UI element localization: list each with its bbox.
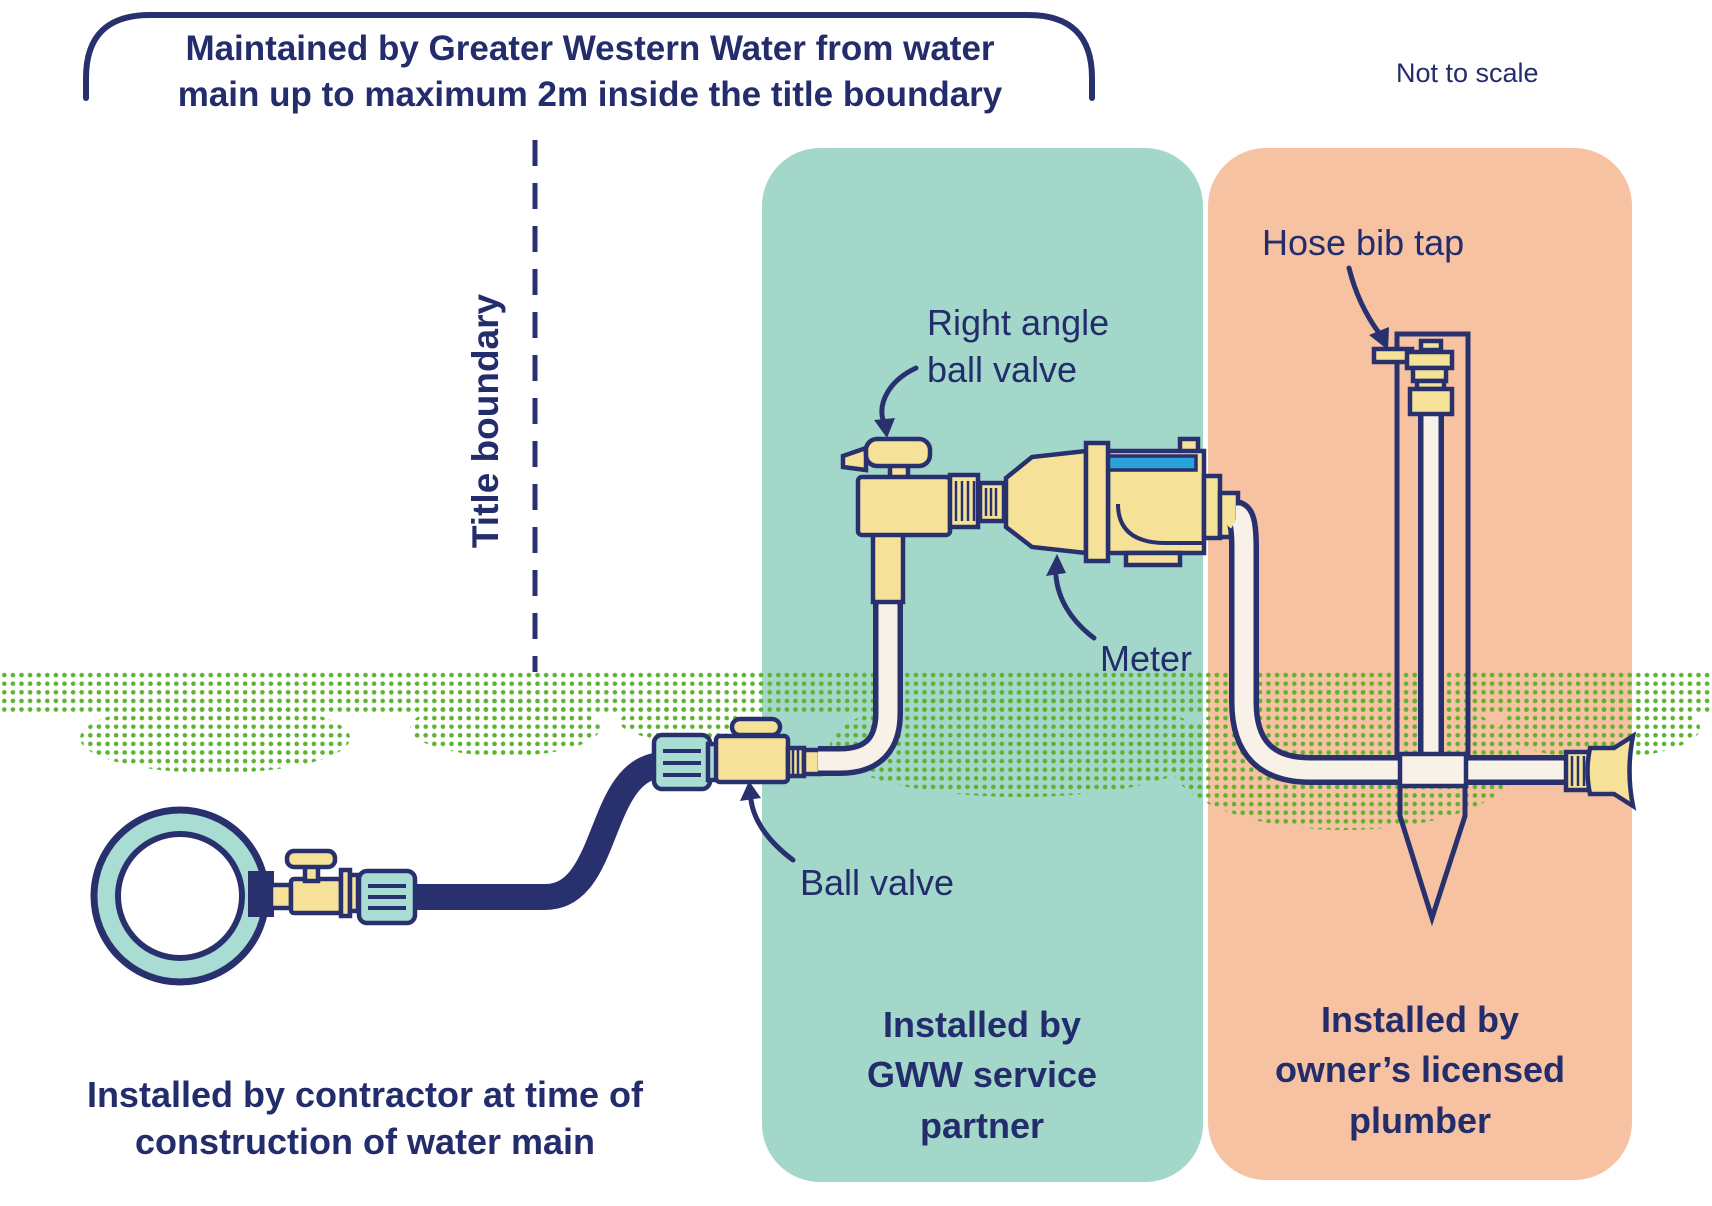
meter-arrow bbox=[1053, 573, 1097, 641]
main-coupling-nut bbox=[356, 868, 418, 926]
meter-blue-stripe bbox=[1106, 454, 1198, 472]
right-angle-ball-valve-label: Right angle ball valve bbox=[927, 302, 1110, 390]
title-boundary-label: Title boundary bbox=[465, 293, 506, 549]
title-bracket bbox=[83, 12, 1095, 101]
tee-junction bbox=[1397, 751, 1469, 789]
service-pipe bbox=[413, 752, 684, 910]
water-main bbox=[90, 806, 418, 986]
main-tapping-valve bbox=[268, 848, 361, 919]
gww-zone-label: Installed by GWW service partner bbox=[866, 1004, 1098, 1146]
riser-pipe bbox=[818, 525, 906, 776]
valve-thread bbox=[785, 745, 807, 779]
hose-bib-tap bbox=[1371, 338, 1455, 417]
pipe-end-fitting bbox=[1563, 731, 1637, 811]
meter-label: Meter bbox=[1100, 638, 1193, 679]
owner-zone-label: Installed by owner’s licensed plumber bbox=[1274, 999, 1566, 1141]
right-angle-ball-valve bbox=[840, 436, 1007, 538]
meter bbox=[1003, 436, 1241, 568]
union-nut bbox=[947, 472, 1007, 530]
ball-valve-label: Ball valve bbox=[800, 862, 955, 903]
ball-valve-arrow bbox=[748, 797, 796, 863]
hose-bib-tap-label: Hose bib tap bbox=[1262, 222, 1465, 263]
standpipe bbox=[1371, 331, 1471, 927]
boundary-ball-valve bbox=[651, 716, 823, 792]
spike bbox=[1397, 786, 1468, 927]
annotation-arrows bbox=[740, 265, 1389, 863]
diagram-title: Maintained by Greater Western Water from… bbox=[177, 29, 1003, 115]
contractor-label: Installed by contractor at time of const… bbox=[86, 1074, 644, 1162]
right-angle-valve-arrow bbox=[879, 365, 919, 423]
not-to-scale-note: Not to scale bbox=[1396, 58, 1539, 88]
property-pipe bbox=[1226, 500, 1566, 785]
hose-bib-arrow bbox=[1346, 265, 1382, 336]
gww-zone bbox=[762, 148, 1203, 1182]
